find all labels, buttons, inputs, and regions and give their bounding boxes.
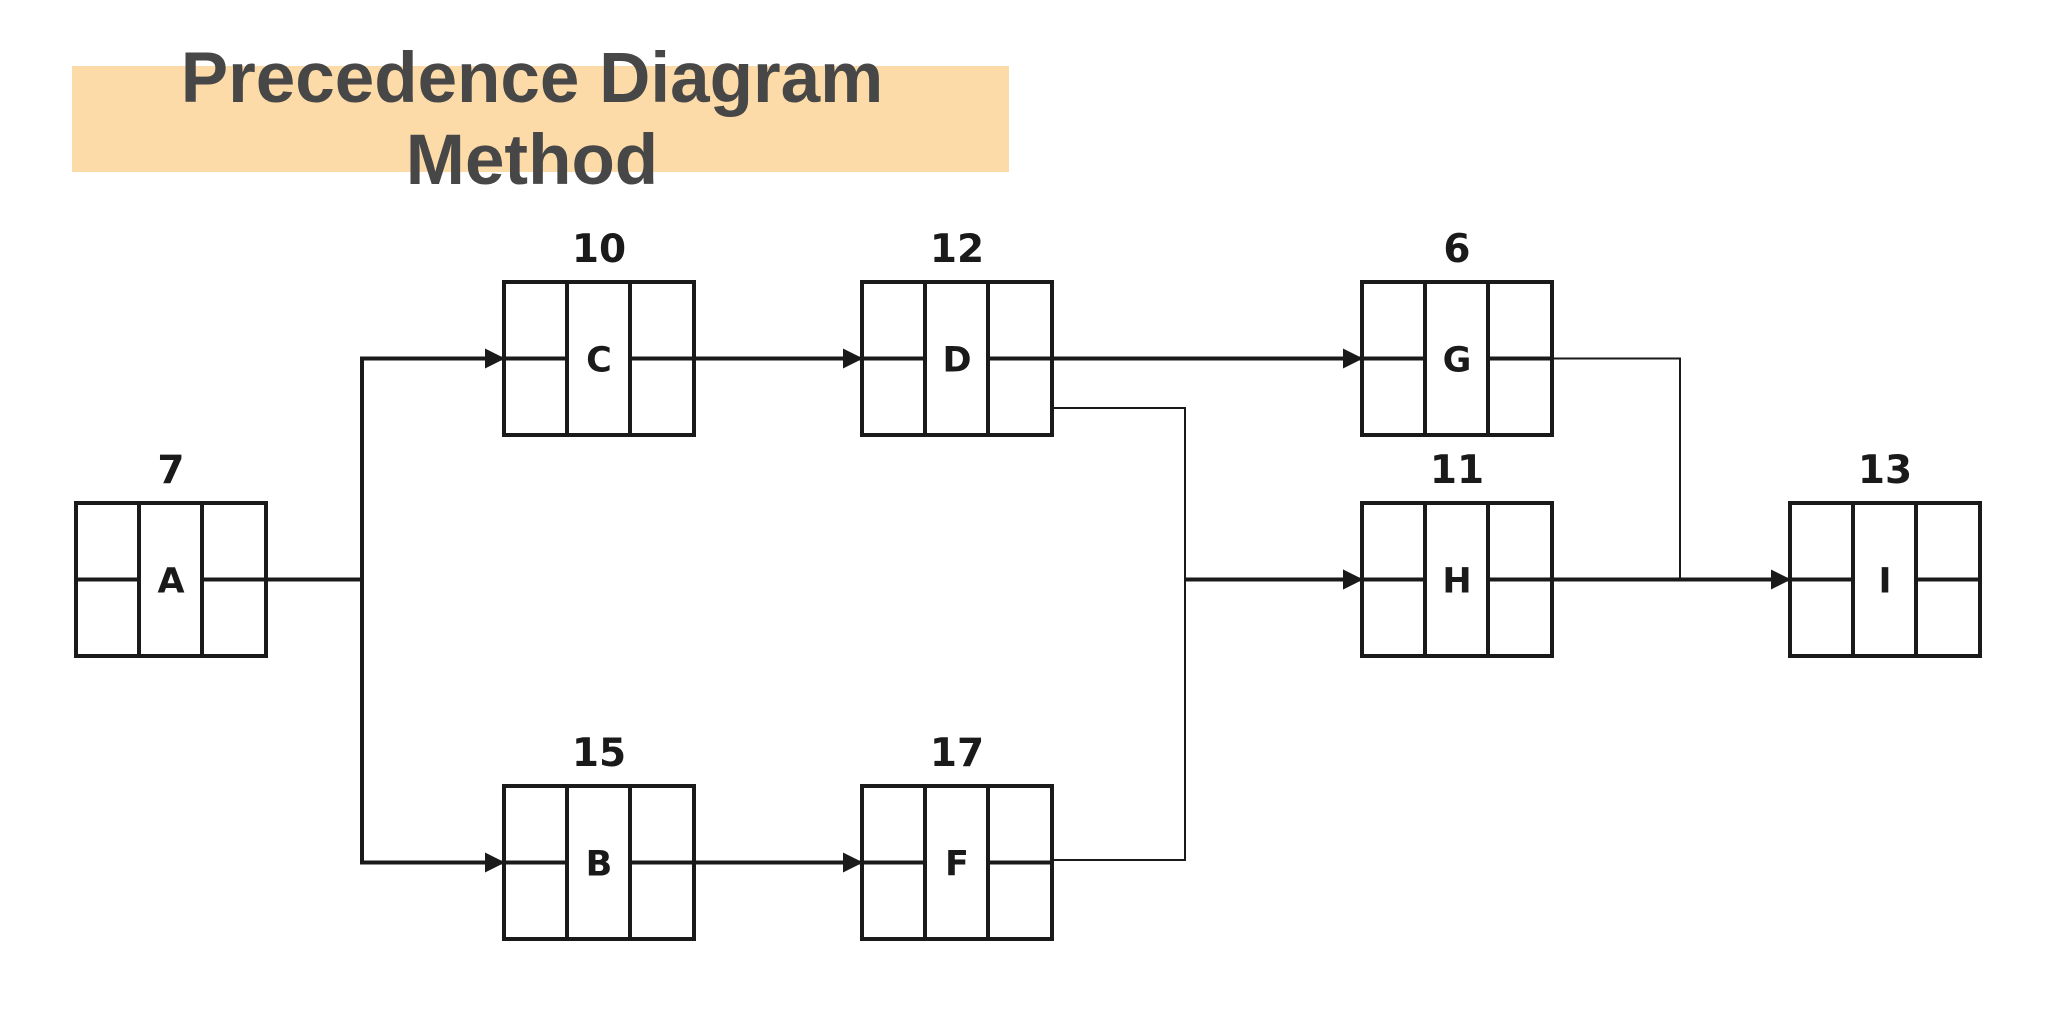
edge-g-i — [1552, 357, 1681, 580]
activity-label: G — [1443, 341, 1472, 381]
duration-label: 10 — [572, 227, 626, 272]
duration-label: 7 — [157, 448, 184, 493]
edge-d-h — [1052, 407, 1186, 580]
activity-label: H — [1442, 562, 1471, 602]
edge-a-b — [266, 577, 505, 873]
activity-label: F — [945, 845, 969, 885]
activity-label: B — [586, 845, 613, 885]
duration-label: 13 — [1858, 448, 1912, 493]
duration-label: 17 — [930, 731, 984, 776]
duration-label: 15 — [572, 731, 626, 776]
activity-label: I — [1878, 562, 1891, 602]
duration-label: 6 — [1443, 227, 1470, 272]
title-band — [72, 66, 1009, 172]
edge-a-c — [266, 348, 505, 582]
activity-label: A — [157, 562, 184, 602]
duration-label: 11 — [1430, 448, 1484, 493]
activity-node-h: H 11 — [1360, 448, 1554, 658]
activity-node-a: A7 — [74, 448, 268, 658]
activity-node-g: G6 — [1360, 227, 1554, 437]
activity-node-b: B 15 — [502, 731, 696, 941]
diagram-title: Precedence Diagram Method — [180, 39, 884, 200]
activity-node-i: I 13 — [1788, 448, 1982, 658]
edges-layer — [266, 348, 1791, 873]
duration-label: 12 — [930, 227, 984, 272]
edge-f-h — [1052, 579, 1186, 861]
activity-node-d: D 12 — [860, 227, 1054, 437]
activity-label: D — [942, 341, 971, 381]
activity-node-c: C 10 — [502, 227, 696, 437]
activity-label: C — [586, 341, 612, 381]
activity-node-f: F 17 — [860, 731, 1054, 941]
